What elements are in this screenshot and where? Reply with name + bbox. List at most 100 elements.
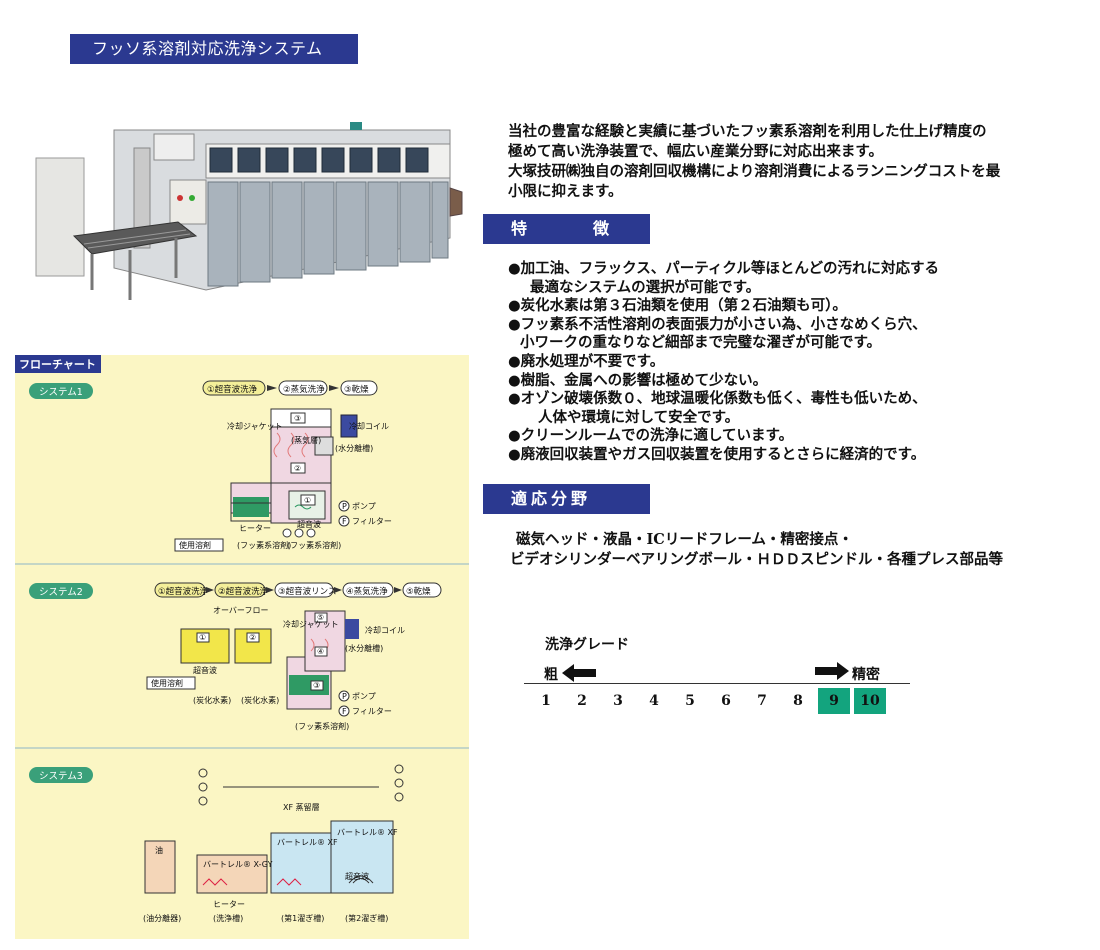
system1-label: システム1	[39, 387, 83, 398]
system2-label: システム2	[39, 587, 83, 598]
system2-hydro-label: (炭化水素)	[193, 695, 231, 705]
system3-caption: (第2濯ぎ槽)	[345, 913, 388, 923]
intro-line: 極めて高い洗浄装置で、幅広い産業分野に対応出来ます。	[508, 143, 883, 160]
system3-label: システム3	[39, 771, 83, 782]
system2-hydro-label: (炭化水素)	[241, 695, 279, 705]
system1-fluoro-label: (フッ素系溶剤)	[237, 540, 291, 550]
grade-level: 8	[793, 693, 803, 709]
system1-tank-number: ③	[294, 414, 301, 423]
system1-tank-number: ①	[304, 496, 311, 505]
system1-fluoro-label: (フッ素系溶剤)	[287, 540, 341, 550]
intro-line: 小限に抑えます。	[508, 183, 623, 200]
features-heading-left: 特	[511, 219, 528, 238]
system3-caption: (油分離器)	[143, 913, 181, 923]
arrow-right-icon	[815, 662, 849, 680]
intro-text: 当社の豊富な経験と実績に基づいたフッ素系溶剤を利用した仕上げ精度の 極めて高い洗…	[508, 122, 1068, 202]
grade-level: 5	[685, 693, 695, 709]
system2-step: ④蒸気洗浄	[346, 586, 388, 597]
feature-line: ●オゾン破壊係数０、地球温暖化係数も低く、毒性も低いため、	[508, 390, 927, 408]
grade-level: 7	[757, 693, 767, 709]
system2-coil-label: 冷却コイル	[365, 625, 405, 635]
system2-tank-number: ⑤	[317, 613, 324, 622]
intro-line: 大塚技研㈱独自の溶剤回収機構により溶剤消費によるランニングコストを最	[508, 163, 1001, 180]
grade-level: 4	[649, 693, 659, 709]
fields-line: ビデオシリンダーベアリングボール・ＨＤＤスピンドル・各種プレス部品等	[510, 551, 1003, 568]
system2-ultrasonic-label: 超音波	[193, 665, 217, 675]
arrow-left-icon	[562, 664, 596, 682]
feature-line: 小ワークの重なりなど細部まで完璧な濯ぎが可能です。	[520, 334, 882, 352]
grade-title: 洗浄グレード	[545, 637, 629, 653]
system3-tank-label: バートレル® XF	[277, 838, 338, 847]
system3-tank-label: バートレル® X-GY	[203, 860, 273, 869]
system2-overflow-label: オーバーフロー	[213, 606, 268, 615]
system2-solvent-label: 使用溶剤	[151, 678, 183, 688]
system3-tank-label: バートレル® XF	[337, 828, 398, 837]
system1-step: ②蒸気洗浄	[283, 384, 325, 395]
system1-solvent-label: 使用溶剤	[179, 540, 211, 550]
system2-filter-label: フィルター	[352, 707, 392, 716]
system2-tank-number: ①	[199, 633, 206, 642]
system2-water-label: (水分離槽)	[345, 643, 383, 653]
system3-caption: (第1濯ぎ槽)	[281, 913, 324, 923]
system3-heater-label: ヒーター	[213, 900, 245, 909]
fields-text: 磁気ヘッド・液晶・ICリードフレーム・精密接点・ ビデオシリンダーベアリングボー…	[510, 530, 1070, 570]
system1-coil-label: 冷却コイル	[349, 421, 389, 431]
pump-icon: P	[342, 502, 347, 511]
system3-xf-label: XF 蒸留層	[283, 802, 320, 812]
system1-heater-label: ヒーター	[239, 524, 271, 533]
system2-jacket-label: 冷却ジャケット	[283, 619, 339, 629]
fields-heading: 適応分野	[483, 484, 650, 514]
grade-fine-label: 精密	[852, 667, 880, 683]
system3-caption: (洗浄槽)	[213, 913, 243, 923]
flowchart-diagram: フローチャート システム1 ①超音波洗浄 ②蒸気洗浄 ③乾燥 ③	[15, 355, 469, 923]
system1-steam-label: (蒸気層)	[291, 435, 321, 445]
system2-pump-label: ポンプ	[352, 692, 376, 701]
system1-water-label: (水分離槽)	[335, 443, 373, 453]
system2-step: ②超音波洗浄	[218, 586, 269, 597]
grade-level: 10	[854, 688, 886, 714]
system2-step: ⑤乾燥	[406, 586, 431, 597]
features-list: ●加工油、フラックス、パーティクル等ほとんどの汚れに対応する 最適なシステムの選…	[508, 260, 1068, 465]
system1-step: ①超音波洗浄	[207, 384, 258, 395]
system1-pump-label: ポンプ	[352, 502, 376, 511]
system3-oil-label: 油	[155, 845, 163, 855]
system1-ultrasonic-label: 超音波	[297, 519, 321, 529]
grade-level: 3	[613, 693, 623, 709]
feature-line: ●加工油、フラックス、パーティクル等ほとんどの汚れに対応する	[508, 260, 939, 277]
feature-line: ●廃水処理が不要です。	[508, 352, 665, 370]
feature-line: ●フッ素系不活性溶剤の表面張力が小さい為、小さなめくら穴、	[508, 315, 927, 333]
filter-icon: F	[342, 707, 347, 716]
system2-tank-number: ③	[313, 681, 320, 690]
grade-level: 1	[541, 693, 551, 709]
feature-line: 最適なシステムの選択が可能です。	[530, 278, 761, 296]
system2-fluoro-label: (フッ素系溶剤)	[295, 721, 349, 731]
feature-line: 人体や環境に対して安全です。	[538, 408, 740, 426]
feature-line: ●炭化水素は第３石油類を使用（第２石油類も可）。	[508, 297, 847, 315]
filter-icon: F	[342, 517, 347, 526]
grade-level: 9	[818, 688, 850, 714]
pump-icon: P	[342, 692, 347, 701]
grade-level: 2	[577, 693, 587, 709]
grade-coarse-label: 粗	[544, 667, 558, 683]
flowchart-title: フローチャート	[19, 358, 96, 371]
feature-line: ●クリーンルームでの洗浄に適しています。	[508, 427, 794, 445]
system1-jacket-label: 冷却ジャケット	[227, 421, 283, 431]
page-title: フッソ系溶剤対応洗浄システム	[70, 34, 358, 64]
system2-step: ③超音波リンス	[278, 586, 336, 597]
system2-tank-number: ④	[317, 647, 324, 656]
flowchart-panel: フローチャート システム1 ①超音波洗浄 ②蒸気洗浄 ③乾燥 ③	[15, 355, 469, 939]
system1-step: ③乾燥	[344, 384, 369, 395]
grade-level: 6	[721, 693, 731, 709]
system1-tank-number: ②	[294, 464, 301, 473]
system3-ultrasonic-label: 超音波	[345, 871, 369, 881]
feature-line: ●樹脂、金属への影響は極めて少ない。	[508, 371, 768, 389]
features-heading-right: 徴	[593, 219, 610, 238]
system1-filter-label: フィルター	[352, 517, 392, 526]
system2-tank-number: ②	[249, 633, 256, 642]
cleaning-machine-image	[35, 122, 463, 300]
features-heading: 特徴	[483, 214, 650, 244]
fields-line: 磁気ヘッド・液晶・ICリードフレーム・精密接点・	[516, 531, 853, 548]
feature-line: ●廃液回収装置やガス回収装置を使用するとさらに経済的です。	[508, 445, 926, 463]
system2-step: ①超音波洗浄	[158, 586, 209, 597]
intro-line: 当社の豊富な経験と実績に基づいたフッ素系溶剤を利用した仕上げ精度の	[508, 123, 987, 140]
